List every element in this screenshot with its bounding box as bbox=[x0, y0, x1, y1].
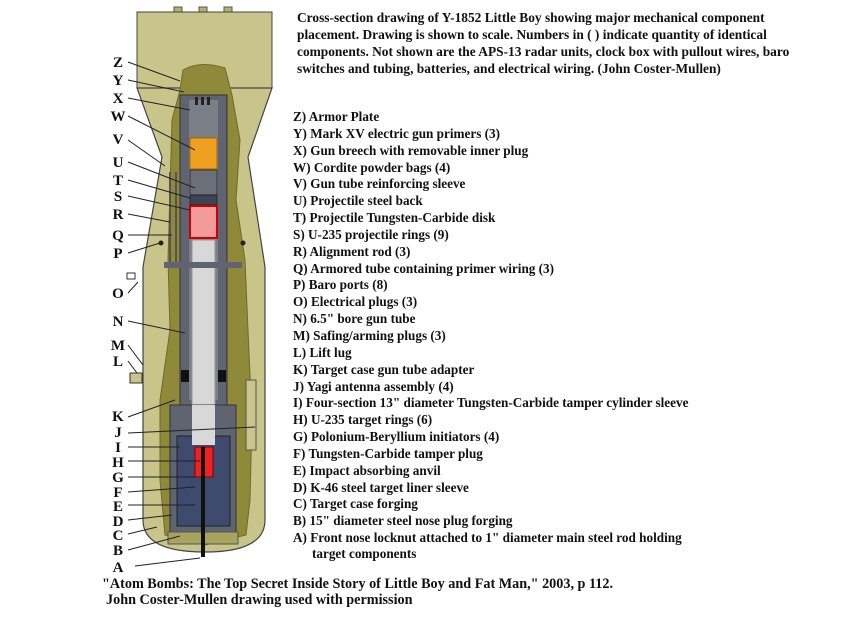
legend-item: L) Lift lug bbox=[293, 344, 352, 360]
letter-label: R bbox=[112, 207, 124, 223]
projectile-rings bbox=[189, 205, 218, 239]
letter-label: S bbox=[113, 189, 123, 205]
letter-label: W bbox=[110, 109, 126, 125]
legend-item: J) Yagi antenna assembly (4) bbox=[293, 378, 454, 394]
letter-label: V bbox=[112, 132, 124, 148]
legend-item-last: A) Front nose locknut attached to 1" dia… bbox=[293, 530, 793, 561]
legend-item: X) Gun breech with removable inner plug bbox=[293, 142, 529, 158]
legend-item: Q) Armored tube containing primer wiring… bbox=[293, 260, 555, 276]
legend-item: V) Gun tube reinforcing sleeve bbox=[293, 176, 466, 192]
letter-label: Q bbox=[112, 228, 124, 244]
legend-item: R) Alignment rod (3) bbox=[293, 243, 411, 259]
legend-item: I) Four-section 13" diameter Tungsten-Ca… bbox=[293, 395, 689, 411]
legend-item: G) Polonium-Beryllium initiators (4) bbox=[293, 429, 500, 445]
leader-lines bbox=[127, 61, 256, 567]
letter-label: C bbox=[112, 528, 124, 544]
legend-item: D) K-46 steel target liner sleeve bbox=[293, 479, 469, 495]
lift-lug bbox=[129, 372, 143, 384]
letter-label: U bbox=[112, 155, 124, 171]
legend-item: C) Target case forging bbox=[293, 496, 418, 512]
letter-label: K bbox=[112, 409, 124, 425]
letter-label: B bbox=[112, 543, 123, 559]
letter-label: H bbox=[112, 455, 124, 471]
cordite-bags bbox=[189, 137, 218, 170]
letter-label: G bbox=[112, 470, 124, 486]
electrical-plug-icon bbox=[126, 272, 136, 280]
legend-item: B) 15" diameter steel nose plug forging bbox=[293, 513, 513, 529]
legend-item: M) Safing/arming plugs (3) bbox=[293, 327, 446, 343]
letter-label: J bbox=[114, 425, 122, 441]
legend-item: E) Impact absorbing anvil bbox=[293, 462, 441, 478]
legend-item: T) Projectile Tungsten-Carbide disk bbox=[293, 210, 496, 226]
legend-item: Z) Armor Plate bbox=[293, 109, 380, 124]
legend-item: W) Cordite powder bags (4) bbox=[293, 159, 451, 175]
letter-label: I bbox=[115, 440, 121, 456]
letter-label: Z bbox=[112, 55, 123, 71]
yagi-antenna bbox=[245, 379, 257, 451]
letter-label: L bbox=[112, 354, 123, 370]
intro-caption: Cross-section drawing of Y-1852 Little B… bbox=[297, 10, 790, 76]
legend-item: O) Electrical plugs (3) bbox=[293, 294, 418, 310]
letter-label: N bbox=[112, 314, 124, 330]
letter-label: Y bbox=[112, 73, 124, 89]
letter-label: X bbox=[112, 91, 124, 107]
legend-item: S) U-235 projectile rings (9) bbox=[293, 226, 449, 242]
legend-item-line1: A) Front nose locknut attached to 1" dia… bbox=[293, 530, 682, 546]
legend-item: N) 6.5" bore gun tube bbox=[293, 311, 416, 327]
legend-item: P) Baro ports (8) bbox=[293, 277, 388, 293]
legend-item-line2: target components bbox=[312, 546, 417, 562]
legend-item: Y) Mark XV electric gun primers (3) bbox=[293, 125, 501, 141]
citation-source: "Atom Bombs: The Top Secret Inside Story… bbox=[102, 576, 614, 592]
tail-lug bbox=[198, 6, 208, 13]
legend-item: F) Tungsten-Carbide tamper plug bbox=[293, 445, 483, 461]
legend-item: U) Projectile steel back bbox=[293, 193, 423, 209]
citation-permission: John Coster-Mullen drawing used with per… bbox=[106, 592, 413, 608]
letter-label: T bbox=[112, 173, 123, 189]
letter-label: A bbox=[112, 560, 124, 576]
letter-label: P bbox=[113, 246, 123, 262]
letter-label: O bbox=[112, 286, 124, 302]
legend-item: K) Target case gun tube adapter bbox=[293, 361, 475, 377]
letter-label: D bbox=[112, 514, 124, 530]
tail-lug bbox=[173, 6, 183, 13]
letter-label: E bbox=[112, 499, 123, 515]
letter-label: F bbox=[113, 485, 123, 501]
component-legend: Z) Armor Plate Y) Mark XV electric gun p… bbox=[293, 109, 793, 561]
citation: "Atom Bombs: The Top Secret Inside Story… bbox=[102, 576, 613, 608]
tail-lug bbox=[223, 6, 233, 13]
legend-item: H) U-235 target rings (6) bbox=[293, 412, 433, 428]
letter-label: M bbox=[110, 338, 126, 354]
